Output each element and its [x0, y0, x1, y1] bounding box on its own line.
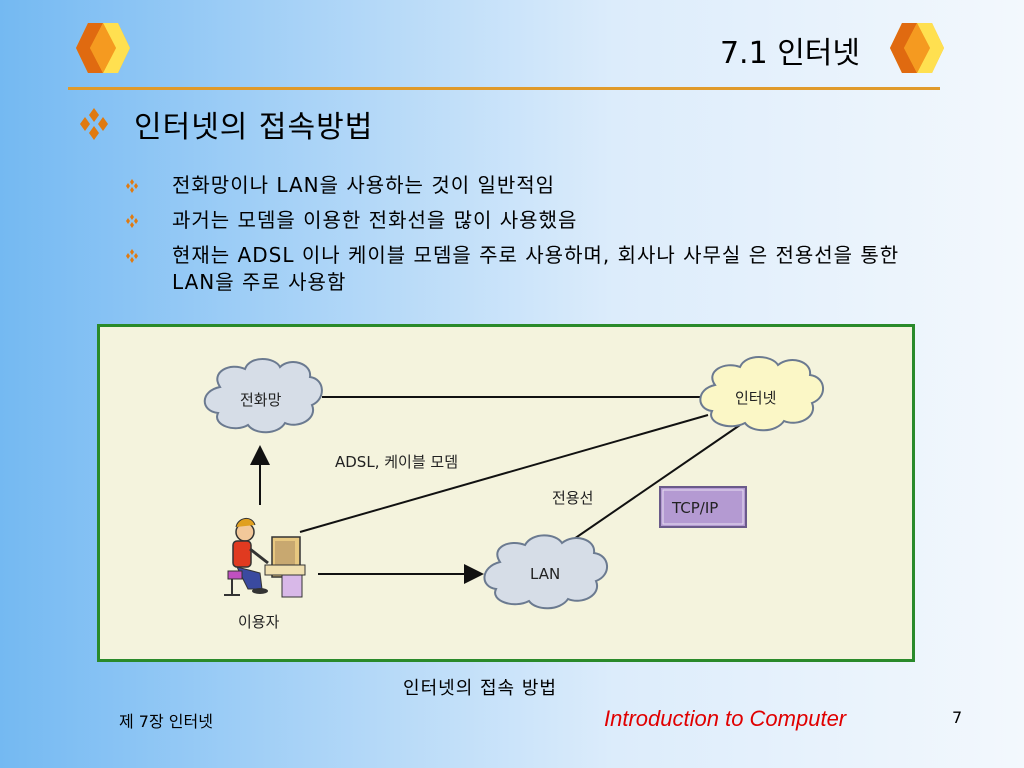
leased-line-label: 전용선 — [552, 489, 593, 507]
diagram-canvas: 전화망 인터넷 LAN ADSL, 케이블 모뎀 전용선 TCP/IP — [203, 356, 824, 631]
footer-course: Introduction to Computer — [604, 706, 847, 731]
tcpip-label: TCP/IP — [671, 499, 718, 517]
bullet-list: 전화망이나 LAN을 사용하는 것이 일반적임 과거는 모뎀을 이용한 전화선을… — [124, 172, 914, 304]
tcpip-box — [659, 486, 747, 528]
cube-logo-left-icon — [76, 23, 130, 73]
diamond-bullet-icon — [126, 179, 138, 193]
adsl-label: ADSL, 케이블 모뎀 — [335, 453, 458, 471]
phone-network-label: 전화망 — [240, 391, 282, 409]
page-number: 7 — [952, 708, 963, 727]
diamond-bullet-icon — [126, 214, 138, 228]
cube-logo-right-icon — [890, 23, 944, 73]
title-divider — [68, 87, 940, 90]
slide-title: 7.1 인터넷 — [719, 36, 860, 71]
footer-chapter: 제 7장 인터넷 — [119, 712, 213, 731]
diagram-caption: 인터넷의 접속 방법 — [403, 678, 557, 699]
list-item: 전화망이나 LAN을 사용하는 것이 일반적임 — [124, 172, 914, 199]
diamond-bullet-icon — [80, 108, 108, 140]
bullet-text: 현재는 ADSL 이나 케이블 모뎀을 주로 사용하며, 회사나 사무실 은 전… — [172, 243, 900, 294]
diamond-bullet-icon — [126, 249, 138, 263]
list-item: 과거는 모뎀을 이용한 전화선을 많이 사용했음 — [124, 207, 914, 234]
bullet-text: 과거는 모뎀을 이용한 전화선을 많이 사용했음 — [172, 208, 578, 232]
connection-diagram: 전화망 인터넷 LAN ADSL, 케이블 모뎀 전용선 TCP/IP — [97, 324, 915, 662]
line-user-internet — [299, 414, 709, 533]
line-lan-internet — [554, 424, 741, 553]
user-label: 이용자 — [238, 613, 280, 631]
internet-cloud — [699, 356, 824, 432]
bullet-text: 전화망이나 LAN을 사용하는 것이 일반적임 — [172, 173, 556, 197]
lan-cloud — [483, 534, 608, 610]
list-item: 현재는 ADSL 이나 케이블 모뎀을 주로 사용하며, 회사나 사무실 은 전… — [124, 242, 914, 296]
lan-label: LAN — [530, 565, 560, 583]
phone-network-cloud — [203, 358, 323, 434]
main-heading: 인터넷의 접속방법 — [134, 110, 374, 145]
user-computer-icon — [224, 518, 306, 598]
internet-label: 인터넷 — [735, 389, 776, 407]
